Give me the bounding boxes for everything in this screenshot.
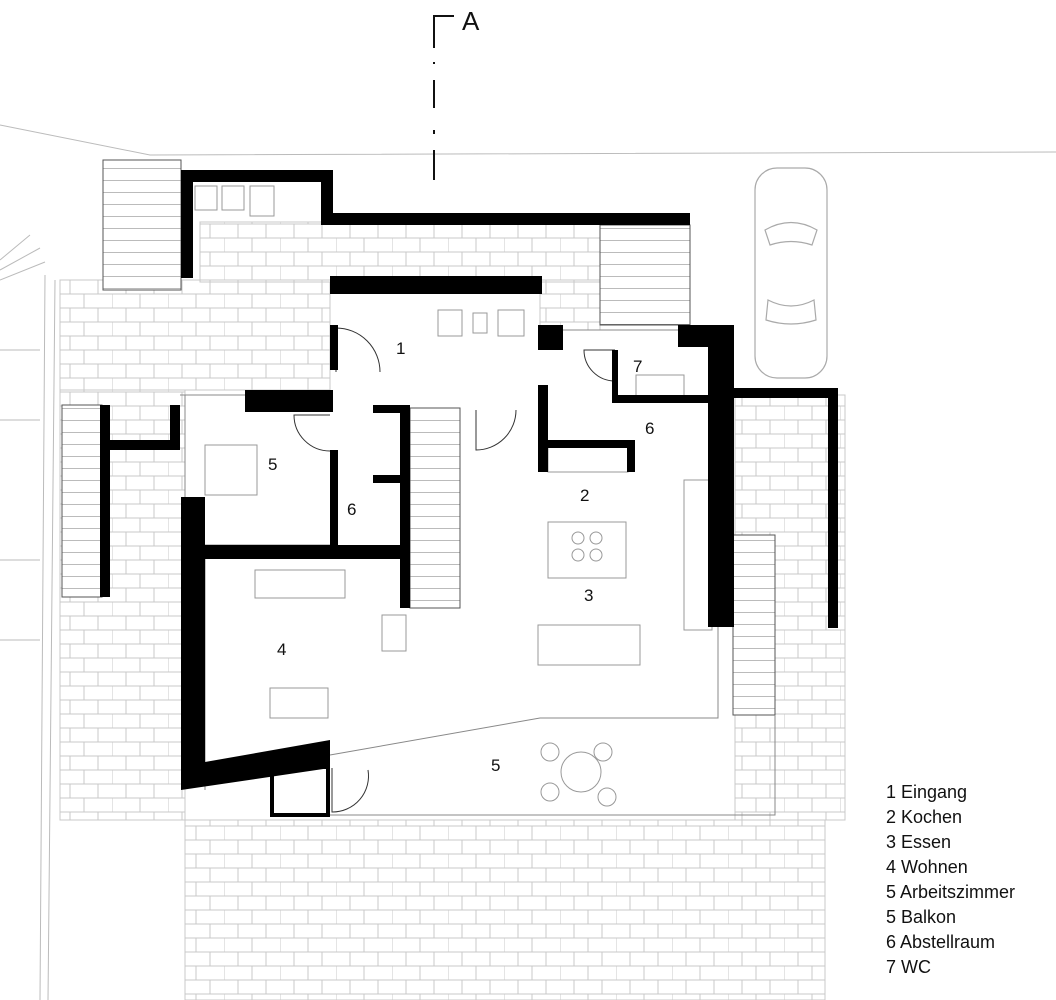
legend-item: 7 WC: [886, 957, 931, 977]
legend-item: 5 Arbeitszimmer: [886, 882, 1016, 902]
room-eingang-label: 1: [396, 339, 405, 358]
room-abstellraum-label-2: 6: [645, 419, 654, 438]
section-label: A: [462, 6, 480, 36]
legend-item: 3 Essen: [886, 832, 952, 852]
furniture: [194, 185, 713, 807]
legend-item: 2 Kochen: [886, 807, 963, 827]
stairs: [61, 159, 776, 716]
room-abstellraum-label: 6: [347, 500, 356, 519]
room-wc-label: 7: [633, 357, 642, 376]
walls: [100, 170, 838, 817]
car-icon: [754, 167, 828, 379]
room-arbeitszimmer-label: 5: [268, 455, 277, 474]
legend-item: 5 Balkon: [886, 907, 957, 927]
room-labels: 1 2 3 4 5 5 6 6 7: [268, 339, 654, 775]
legend-item: 1 Eingang: [886, 782, 968, 802]
room-kochen-label: 2: [580, 486, 589, 505]
legend-item: 6 Abstellraum: [886, 932, 996, 952]
room-wohnen-label: 4: [277, 640, 286, 659]
room-essen-label: 3: [584, 586, 593, 605]
site-context: [0, 124, 1056, 1000]
room-balkon-label: 5: [491, 756, 500, 775]
legend-item: 4 Wohnen: [886, 857, 968, 877]
paving: [59, 221, 846, 1000]
doors: [293, 327, 616, 813]
room-legend: 1 Eingang 2 Kochen 3 Essen 4 Wohnen 5 Ar…: [886, 780, 1015, 980]
section-marker: A: [433, 6, 480, 180]
